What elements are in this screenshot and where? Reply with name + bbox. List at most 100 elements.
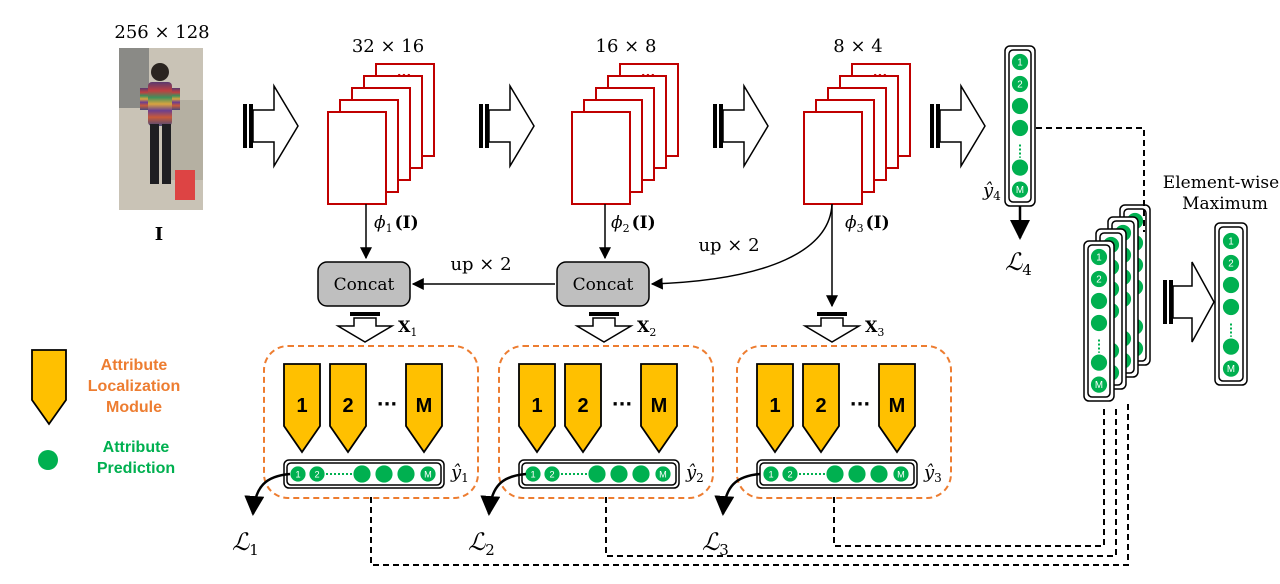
feature-map-ellipsis-2: ··· [641, 68, 656, 84]
alm-module-m-label: M [651, 395, 668, 417]
pred-dot-1-label: 1 [295, 469, 300, 479]
vecF-dot-3 [1222, 276, 1240, 294]
stack4-dot-m [1090, 375, 1108, 394]
pred-dot-1-label: 1 [530, 469, 535, 479]
pred-dot-1 [762, 465, 780, 483]
concat-box-1 [317, 261, 411, 307]
loss-4-label: ℒ4 [1005, 248, 1032, 279]
forward-arrow-2 [479, 83, 535, 169]
pred-dot-2-label: 2 [787, 469, 792, 479]
feature-x3-label: X3 [865, 317, 884, 339]
stacked-vector-inner [1087, 244, 1111, 398]
alm-dashed-frame [498, 345, 714, 499]
vecF-dot-1-label: 1 [1228, 237, 1233, 248]
vecF-dot-2 [1222, 254, 1240, 272]
stack4-dot-4 [1090, 314, 1108, 332]
yhat-4-label: ŷ4 [982, 180, 1001, 203]
vecF-dot-m [1222, 359, 1240, 378]
feature-map-stack-3 [803, 63, 911, 205]
vecF-dot-m-label: M [1227, 364, 1235, 375]
pred-dot-2-label: 2 [314, 469, 319, 479]
pred-dot-a [587, 464, 607, 484]
concat-label-1: Concat [334, 275, 395, 295]
dashed-line-y3 [833, 408, 1105, 547]
vec4-dot-1 [1011, 53, 1029, 71]
legend-alm-line1: Attribute [101, 357, 168, 374]
pred-dot-m-label: M [897, 469, 905, 479]
loss-arrow-2 [480, 472, 527, 516]
stack4-dot-2-label: 2 [1096, 275, 1101, 286]
feature-x1-label: X1 [398, 317, 417, 339]
final-prediction-vector-dots: 1 2M [1222, 232, 1240, 378]
alm-module-2 [329, 363, 367, 454]
feature-map-stack-2 [571, 63, 679, 205]
vec4-dot-2 [1011, 75, 1029, 93]
elementwise-label-line1: Element-wise [1163, 173, 1279, 193]
alm-dashed-frame [736, 345, 952, 499]
pred-dot-c [396, 464, 416, 484]
vec4-dot-m [1011, 180, 1029, 199]
down-arrow-3 [802, 312, 862, 343]
loss-1-label: ℒ1 [232, 528, 259, 559]
prediction-vector-4-dots: 12M [1011, 53, 1029, 199]
legend-alm-icon [31, 349, 67, 426]
alm-module-1-label: 1 [531, 395, 542, 417]
stacked-prediction-vectors: 12M [1083, 204, 1151, 402]
forward-arrow-4 [930, 83, 986, 169]
dashed-line-y1 [370, 400, 1129, 566]
phi3-upsample-arrow [650, 203, 833, 290]
pred-dot-2 [781, 465, 799, 483]
vec4-dot-m-label: M [1016, 185, 1024, 196]
stack4-dot-5 [1090, 353, 1108, 372]
feature-x2-label: X2 [637, 317, 656, 339]
phi-label-3: ϕ3(I) [845, 213, 890, 235]
pedestrian-image [119, 48, 203, 210]
alm-module-m [640, 363, 678, 454]
alm-ellipsis: ··· [377, 394, 398, 415]
alm-module-1-label: 1 [769, 395, 780, 417]
alm-module-2 [564, 363, 602, 454]
pred-dot-m [892, 465, 910, 483]
alm-module-m-label: M [416, 395, 433, 417]
forward-arrow-3 [713, 83, 769, 169]
legend-prediction-dot [38, 450, 58, 470]
yhat-2-label: ŷ2 [685, 462, 704, 485]
alm-module-2-label: 2 [577, 395, 588, 417]
pred-dot-m [654, 465, 672, 483]
stage-size-2: 16 × 8 [596, 36, 657, 57]
forward-arrow-5 [1163, 261, 1215, 343]
vecF-dot-5 [1222, 337, 1240, 356]
down-arrow-1 [335, 312, 395, 343]
alm-module-2 [802, 363, 840, 454]
pred-dot-b [609, 464, 629, 484]
alm-module-1 [518, 363, 556, 454]
stacked-vector-4: 12M [1083, 240, 1115, 402]
pred-dot-b [847, 464, 867, 484]
pred-dot-m-label: M [424, 469, 432, 479]
dashed-line-y4 [1036, 127, 1145, 232]
alm-module-1 [283, 363, 321, 454]
pred-dot-a [352, 464, 372, 484]
vec4-dot-1-label: 1 [1017, 58, 1022, 69]
vec4-dot-4 [1011, 119, 1029, 137]
stack4-dot-1-label: 1 [1096, 253, 1101, 264]
pred-dot-c [631, 464, 651, 484]
loss-2-label: ℒ2 [468, 528, 495, 559]
alm-module-m-label: M [889, 395, 906, 417]
vecF-dot-2-label: 2 [1228, 259, 1233, 270]
pred-dot-c [869, 464, 889, 484]
alm-ellipsis: ··· [850, 394, 871, 415]
vecF-dot-4 [1222, 298, 1240, 316]
alm-ellipsis: ··· [612, 394, 633, 415]
legend-alm-line2: Localization [88, 378, 180, 395]
loss-3-label: ℒ3 [702, 528, 729, 559]
legend-pred-line2: Prediction [97, 460, 175, 477]
dashed-line-y2 [605, 405, 1117, 557]
phi-label-1: ϕ1(I) [374, 213, 419, 235]
alm-module-m [878, 363, 916, 454]
pred-dot-2-label: 2 [549, 469, 554, 479]
